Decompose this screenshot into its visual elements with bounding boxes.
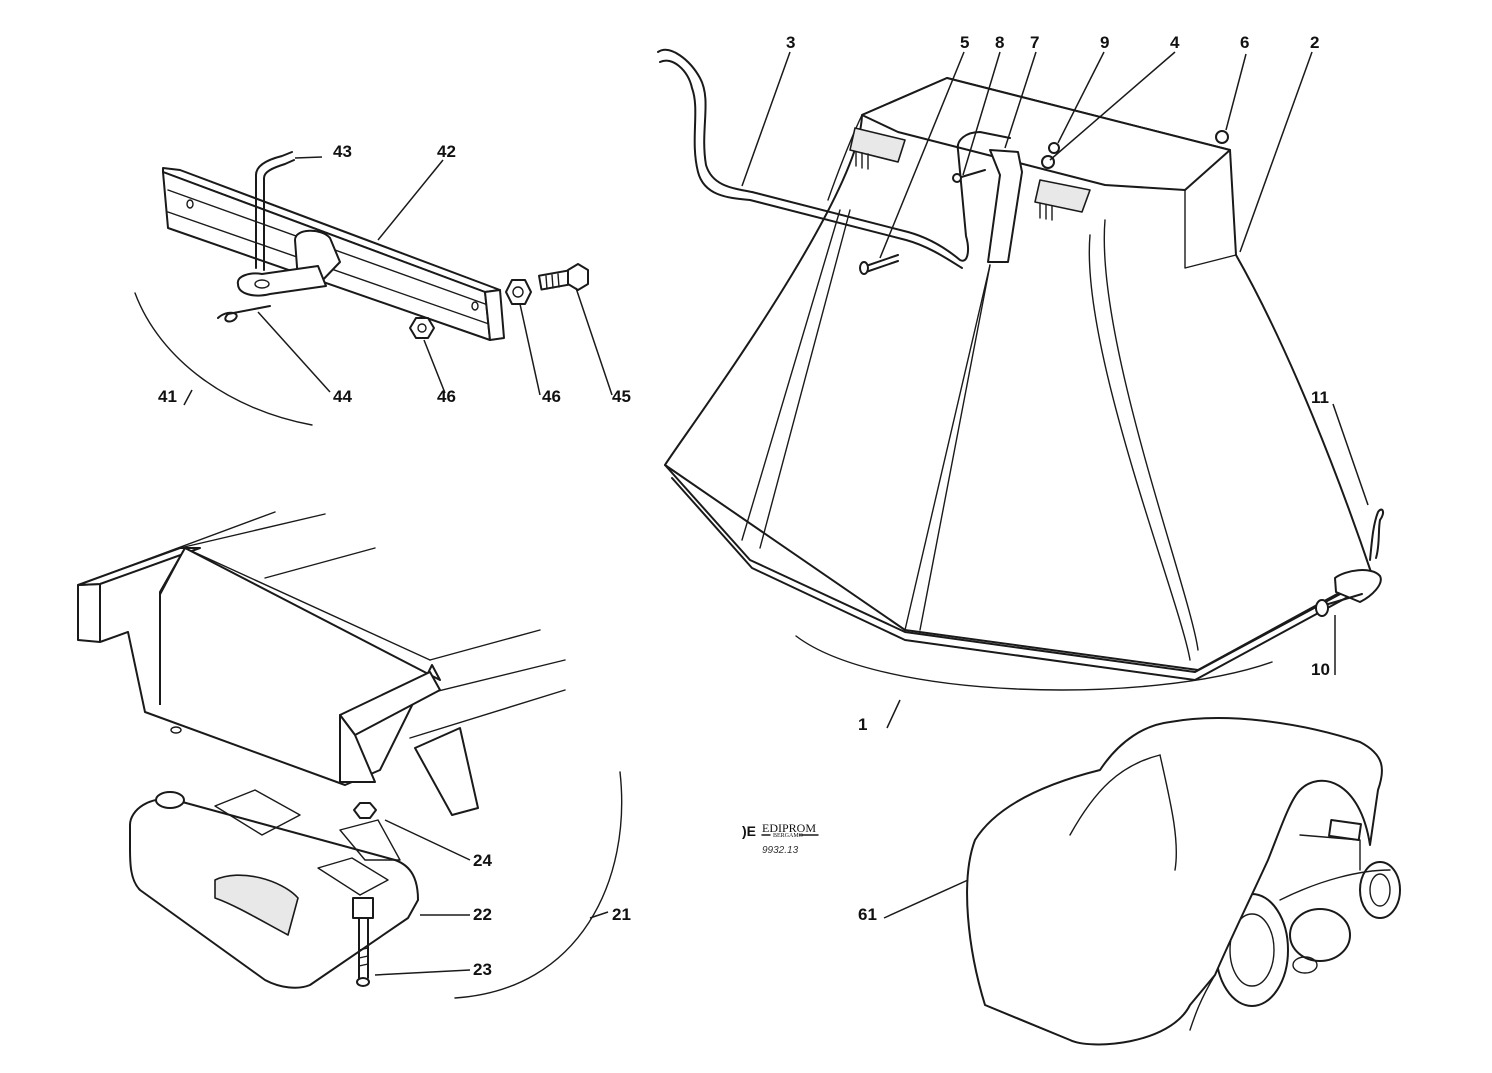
callout-11: 11: [1311, 388, 1329, 407]
hitch-pin: [255, 151, 293, 269]
catcher-handle: [657, 49, 1011, 262]
hinge-bracket: [987, 149, 1023, 263]
callout-41: 41: [158, 387, 177, 406]
callout-21: 21: [612, 905, 631, 924]
catcher-handle-inner: [659, 59, 963, 269]
callout-44: 44: [333, 387, 352, 406]
weight-nut: [353, 802, 377, 819]
leader-lines: [183, 51, 1369, 976]
bag-bracket-left: [849, 127, 906, 170]
callout-labels: 1 2 3 4 5 6 7 8 9 10 11 21 22 23 24 41 4…: [158, 33, 1330, 979]
hitch-nut-b: [505, 279, 532, 305]
callout-46-b: 46: [542, 387, 561, 406]
cap-6: [1215, 130, 1229, 144]
callout-8: 8: [995, 33, 1004, 52]
frame-weight-assembly: [77, 511, 623, 999]
grass-catcher-assembly: [657, 49, 1385, 691]
frame-body: [99, 547, 441, 786]
bolt-5: [859, 254, 899, 275]
publisher-logo: )E EDIPROM BERGAMO 9932.13: [742, 821, 819, 856]
callout-42: 42: [437, 142, 456, 161]
callout-2: 2: [1310, 33, 1319, 52]
callout-3: 3: [786, 33, 795, 52]
callout-4: 4: [1170, 33, 1180, 52]
callout-6: 6: [1240, 33, 1249, 52]
nut-9: [1048, 142, 1060, 154]
hitch-group-arc: [134, 292, 313, 426]
logo-city: BERGAMO: [773, 833, 804, 839]
screw-8: [952, 169, 986, 183]
weight-bolt: [352, 897, 374, 987]
hinge-pin-10: [1315, 569, 1382, 617]
weight-group-arc: [454, 771, 623, 999]
callout-46-a: 46: [437, 387, 456, 406]
callout-61: 61: [858, 905, 877, 924]
hitch-bolt: [538, 263, 589, 291]
callout-9: 9: [1100, 33, 1109, 52]
hitch-assembly: [134, 151, 589, 426]
callout-22: 22: [473, 905, 492, 924]
drawing-code: 9932.13: [762, 845, 799, 856]
callout-10: 10: [1311, 660, 1330, 679]
callout-43: 43: [333, 142, 352, 161]
catcher-group-arc: [795, 635, 1273, 691]
callout-45: 45: [612, 387, 631, 406]
split-pin-11: [1369, 508, 1385, 561]
hitch-bracket: [236, 229, 341, 297]
callout-5: 5: [960, 33, 969, 52]
logo-brand: EDIPROM: [762, 821, 816, 835]
mower-cover-assembly: [966, 717, 1401, 1046]
callout-24: 24: [473, 851, 492, 870]
hitch-nut-a: [409, 317, 435, 339]
hitch-clip: [217, 305, 271, 323]
bag-bracket-right: [1034, 179, 1091, 221]
mower-cover: [966, 717, 1383, 1046]
callout-7: 7: [1030, 33, 1039, 52]
logo-mark-icon: )E: [742, 823, 756, 839]
callout-23: 23: [473, 960, 492, 979]
callout-1: 1: [858, 715, 867, 734]
